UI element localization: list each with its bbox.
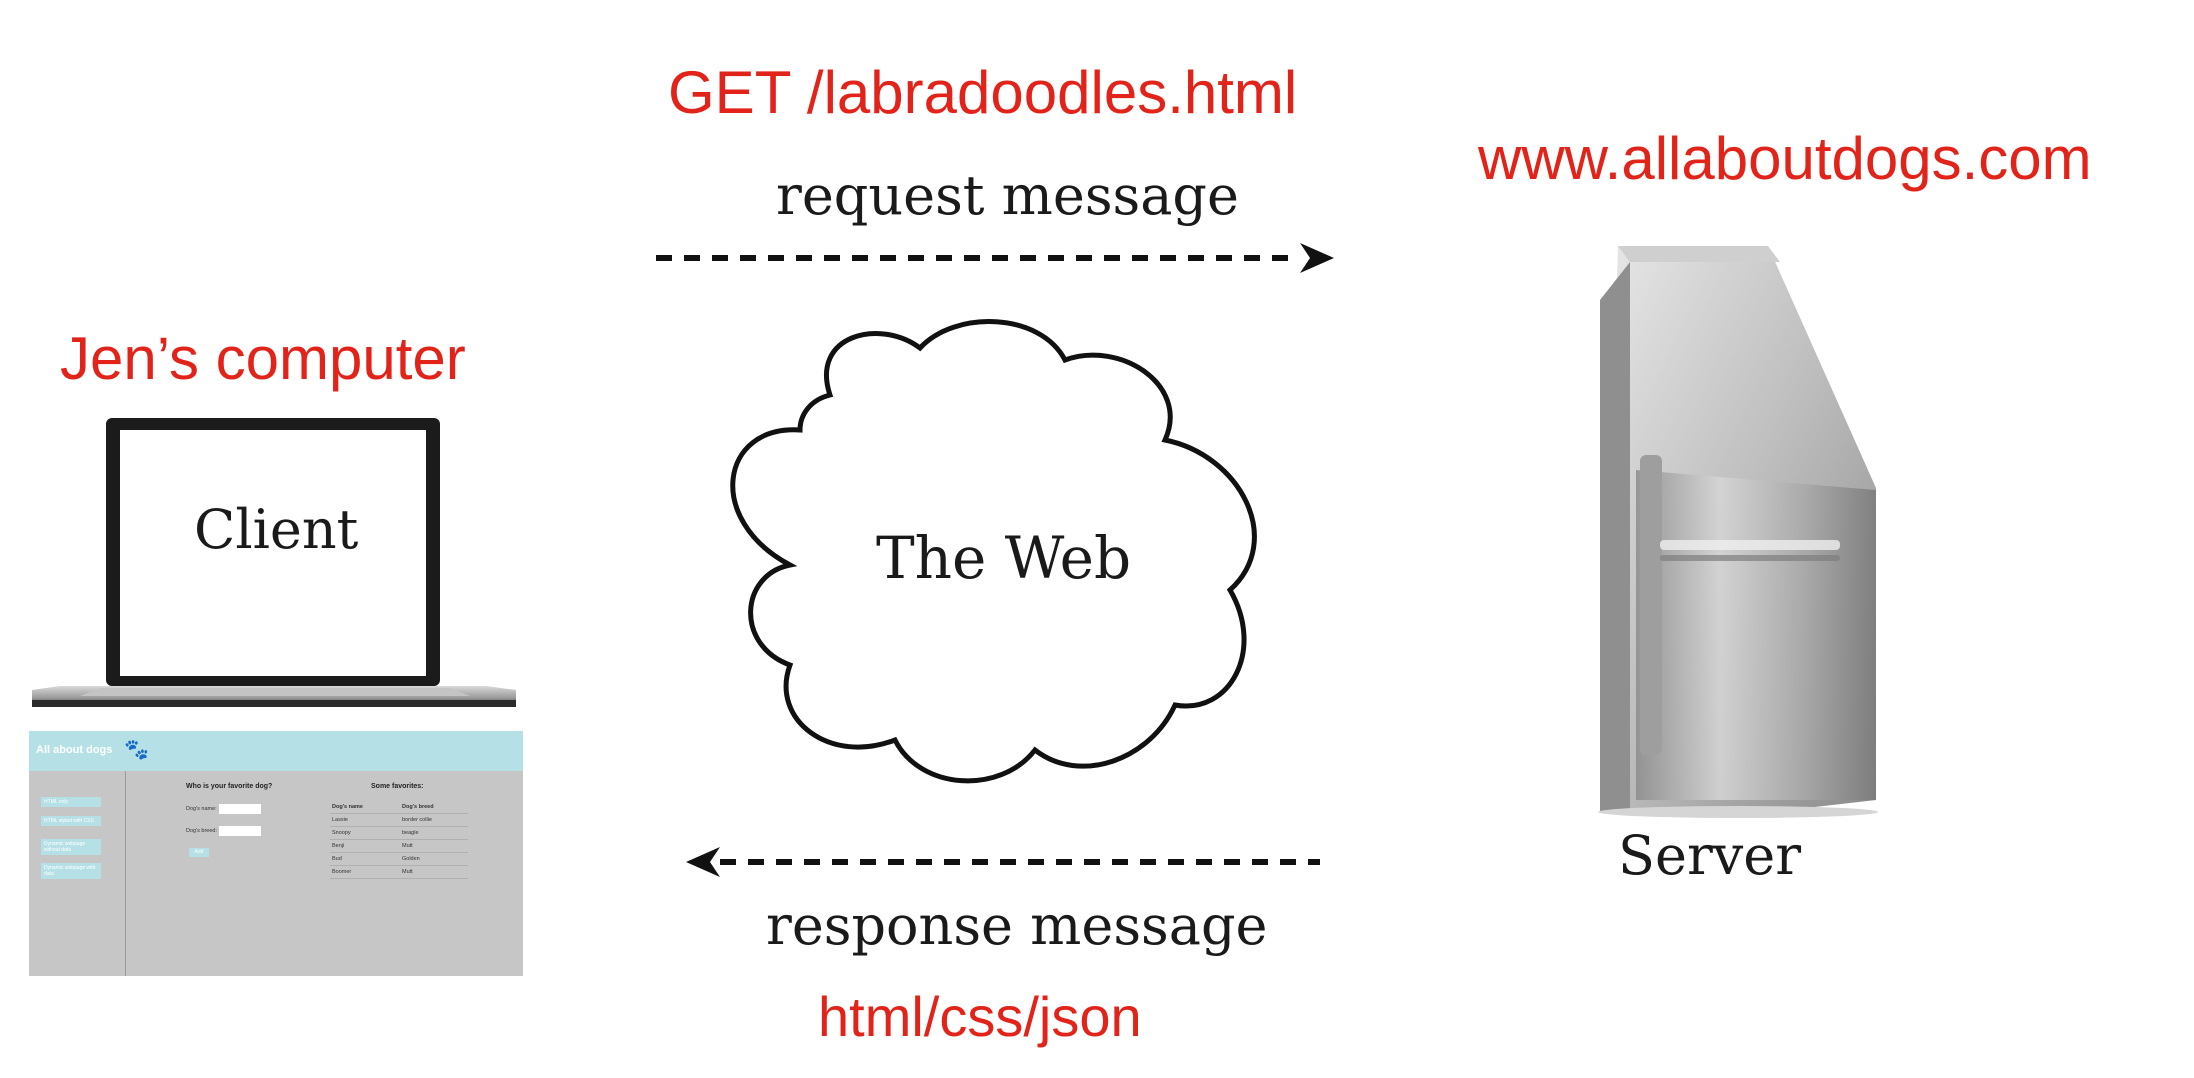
request-arrow [656,243,1334,273]
table-cell: Bud [330,852,400,866]
mini-favorites-title: Some favorites: [371,783,424,790]
table-cell: beagle [400,826,468,840]
request-message-caption: request message [776,164,1239,227]
table-row: Boomer Mutt [330,865,468,879]
mini-breed-label: Dog's breed: [186,828,218,834]
mini-table-header-name: Dog's name [330,801,400,814]
mini-webpage-screenshot: All about dogs 🐾 HTML only HTML styled w… [29,731,523,976]
mini-table-header-breed: Dog's breed [400,801,468,814]
table-cell: Benji [330,839,400,853]
response-arrow [686,847,1320,877]
table-row: Bud Golden [330,852,468,866]
mini-nav-html-only[interactable]: HTML only [41,797,101,807]
mini-question: Who is your favorite dog? [186,783,273,790]
cloud-label: The Web [876,524,1132,592]
response-message-caption: response message [766,894,1268,957]
mini-nav-html-css[interactable]: HTML styled with CSS [41,816,101,826]
mini-favorites-table: Dog's name Dog's breed Lassie border col… [330,801,468,879]
server-label: Server [1618,824,1802,887]
client-owner-label: Jen’s computer [60,325,466,392]
table-row: Lassie border collie [330,813,468,827]
mini-add-button[interactable]: Add [189,848,209,857]
table-cell: Boomer [330,865,400,879]
server-domain: www.allaboutdogs.com [1478,125,2092,192]
web-cloud-shape [730,319,1257,784]
table-row: Snoopy beagle [330,826,468,840]
mini-name-input[interactable] [219,804,261,814]
response-content-types: html/css/json [818,985,1142,1048]
table-row: Benji Mutt [330,839,468,853]
table-cell: Snoopy [330,826,400,840]
laptop-illustration [32,418,516,707]
request-method-line: GET /labradoodles.html [668,59,1298,126]
mini-page-title: All about dogs [36,744,113,756]
server-tower-illustration [1598,246,1878,818]
mini-page-header: All about dogs 🐾 [29,731,523,771]
table-cell: Mutt [400,865,468,879]
mini-nav-dynamic-no-data[interactable]: Dynamic webpage without data [41,839,101,855]
mini-nav-dynamic-with-data[interactable]: Dynamic webpage with data [41,863,101,879]
table-cell: Mutt [400,839,468,853]
table-cell: Lassie [330,813,400,827]
client-screen-label: Client [194,498,359,561]
mini-breed-input[interactable] [219,826,261,836]
mini-name-label: Dog's name: [186,806,217,812]
table-cell: border collie [400,813,468,827]
paw-print-icon: 🐾 [124,739,149,761]
table-cell: Golden [400,852,468,866]
mini-page-divider [125,771,126,976]
